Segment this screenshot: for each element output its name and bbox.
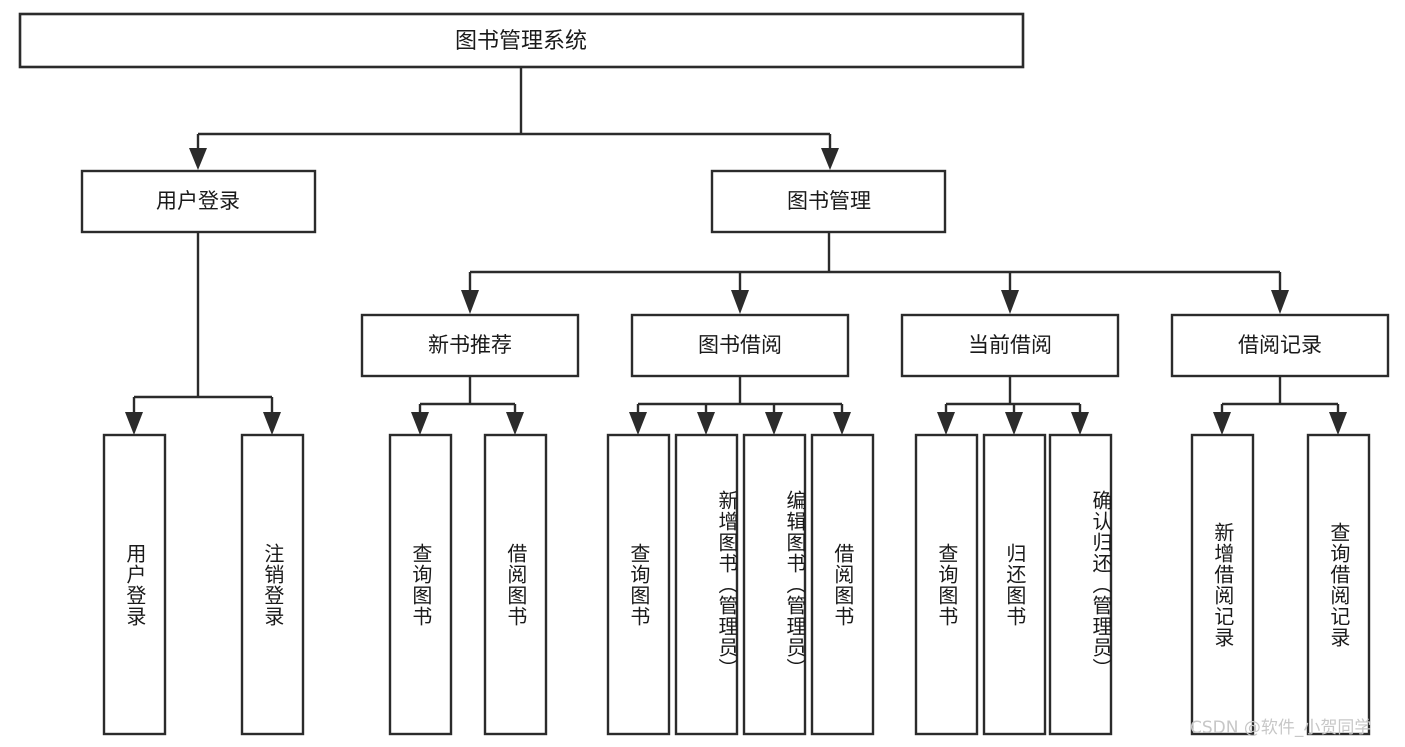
node-new-book-recommend-box[interactable] — [360, 313, 580, 378]
arrow-to-cb-leaf-2 — [1005, 412, 1023, 435]
node-book-manage-box[interactable] — [710, 169, 947, 234]
arrow-to-cb-leaf-3 — [1071, 412, 1089, 435]
csdn-watermark: CSDN @软件_小贺同学 — [1190, 718, 1372, 738]
arrow-to-current-borrow — [1001, 290, 1019, 314]
node-borrow-record[interactable]: 借阅记录 — [1170, 313, 1390, 378]
node-user-login[interactable]: 用户登录 — [80, 169, 317, 234]
node-root-box[interactable] — [18, 12, 1025, 69]
leaf-box-cb-query-book[interactable] — [914, 433, 979, 736]
leaf-box-bb-add-book[interactable] — [674, 433, 739, 736]
leaf-box-nbr-query-book[interactable] — [388, 433, 453, 736]
node-current-borrow-box[interactable] — [900, 313, 1120, 378]
arrow-to-bb-leaf-2 — [697, 412, 715, 435]
arrow-to-bb-leaf-4 — [833, 412, 851, 435]
leaf-box-user-login[interactable] — [102, 433, 167, 736]
node-borrow-record-label: 借阅记录 — [1238, 333, 1322, 357]
node-current-borrow[interactable]: 当前借阅 — [900, 313, 1120, 378]
node-book-borrow-box[interactable] — [630, 313, 850, 378]
node-borrow-record-box[interactable] — [1170, 313, 1390, 378]
arrow-to-br-leaf-2 — [1329, 412, 1347, 435]
node-book-manage-label: 图书管理 — [787, 189, 871, 213]
leaf-box-bb-edit-book[interactable] — [742, 433, 807, 736]
arrow-to-book-borrow — [731, 290, 749, 314]
arrow-to-leaf-logout — [263, 412, 281, 435]
arrow-to-book-manage — [821, 148, 839, 170]
leaf-box-br-add-record[interactable] — [1190, 433, 1255, 736]
leaf-box-cb-return-book[interactable] — [982, 433, 1047, 736]
node-user-login-label: 用户登录 — [156, 189, 240, 213]
arrow-to-bb-leaf-3 — [765, 412, 783, 435]
leaf-box-br-query-record[interactable] — [1306, 433, 1371, 736]
arrow-to-bb-leaf-1 — [629, 412, 647, 435]
leaf-box-bb-query-book[interactable] — [606, 433, 671, 736]
arrow-to-cb-leaf-1 — [937, 412, 955, 435]
node-book-borrow[interactable]: 图书借阅 — [630, 313, 850, 378]
arrow-to-borrow-record — [1271, 290, 1289, 314]
arrow-to-user-login — [189, 148, 207, 170]
leaf-box-logout[interactable] — [240, 433, 305, 736]
node-new-book-recommend-label: 新书推荐 — [428, 333, 512, 357]
node-book-borrow-label: 图书借阅 — [698, 333, 782, 357]
arrow-to-nbr-leaf-2 — [506, 412, 524, 435]
node-new-book-recommend[interactable]: 新书推荐 — [360, 313, 580, 378]
arrow-to-br-leaf-1 — [1213, 412, 1231, 435]
arrow-to-nbr-leaf-1 — [411, 412, 429, 435]
leaf-box-nbr-borrow-book[interactable] — [483, 433, 548, 736]
leaf-box-cb-confirm-return[interactable] — [1048, 433, 1113, 736]
node-root[interactable]: 图书管理系统 — [18, 12, 1025, 69]
node-book-manage[interactable]: 图书管理 — [710, 169, 947, 234]
leaf-box-bb-borrow-book[interactable] — [810, 433, 875, 736]
arrow-to-new-book — [461, 290, 479, 314]
arrow-to-leaf-user-login — [125, 412, 143, 435]
node-root-label: 图书管理系统 — [455, 29, 587, 54]
node-current-borrow-label: 当前借阅 — [968, 333, 1052, 357]
